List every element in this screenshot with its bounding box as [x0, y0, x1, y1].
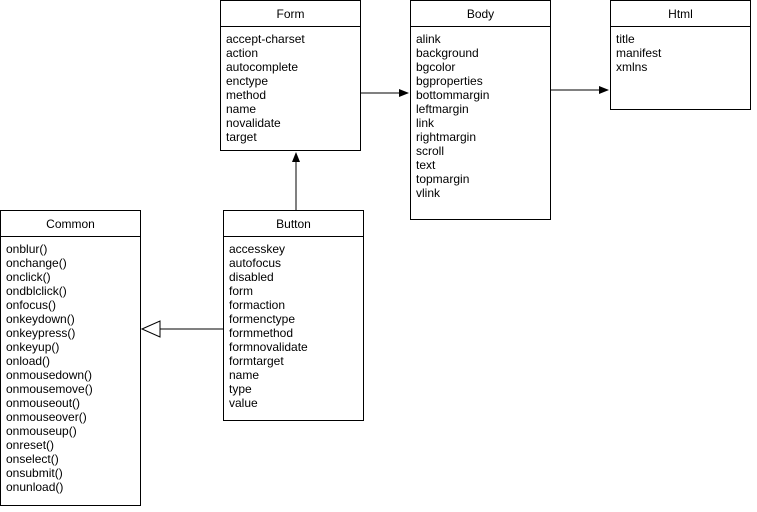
- class-member: onselect(): [6, 452, 59, 466]
- class-member: bottommargin: [416, 88, 490, 102]
- class-member: alink: [416, 32, 441, 46]
- class-common-name: Common: [1, 211, 140, 237]
- class-member: xmlns: [616, 60, 648, 74]
- class-member: onmousedown(): [6, 368, 93, 382]
- class-member: disabled: [229, 270, 274, 284]
- class-member: onreset(): [6, 438, 55, 452]
- class-member: accesskey: [229, 242, 286, 256]
- class-member: name: [229, 368, 260, 382]
- class-member: scroll: [416, 144, 445, 158]
- class-member: value: [229, 396, 258, 410]
- class-form-name: Form: [221, 1, 360, 27]
- class-member: target: [226, 130, 257, 144]
- class-member: title: [616, 32, 635, 46]
- class-member: onmouseout(): [6, 396, 81, 410]
- class-member: onclick(): [6, 270, 51, 284]
- class-member: name: [226, 102, 257, 116]
- class-member: onblur(): [6, 242, 48, 256]
- class-member: onkeyup(): [6, 340, 60, 354]
- class-member: formenctype: [229, 312, 296, 326]
- class-member: method: [226, 88, 267, 102]
- class-member: onchange(): [6, 256, 67, 270]
- class-member: rightmargin: [416, 130, 477, 144]
- class-member: formnovalidate: [229, 340, 308, 354]
- class-member: onunload(): [6, 480, 64, 494]
- class-member: type: [229, 382, 252, 396]
- class-member: formaction: [229, 298, 286, 312]
- class-member: manifest: [616, 46, 662, 60]
- class-member: topmargin: [416, 172, 470, 186]
- class-member: leftmargin: [416, 102, 469, 116]
- class-button-name: Button: [224, 211, 363, 237]
- class-html-name: Html: [611, 1, 750, 27]
- class-member: bgproperties: [416, 74, 483, 88]
- class-member: link: [416, 116, 435, 130]
- class-member: form: [229, 284, 253, 298]
- class-member: onsubmit(): [6, 466, 63, 480]
- class-member: accept-charset: [226, 32, 305, 46]
- class-member: ondblclick(): [6, 284, 67, 298]
- class-body-name: Body: [411, 1, 550, 27]
- class-member: formmethod: [229, 326, 294, 340]
- class-member: formtarget: [229, 354, 284, 368]
- class-member: onkeydown(): [6, 312, 75, 326]
- generalization-arrowhead: [140, 320, 161, 338]
- class-member: autofocus: [229, 256, 282, 270]
- class-member: bgcolor: [416, 60, 456, 74]
- class-member: onmousemove(): [6, 382, 93, 396]
- class-member: action: [226, 46, 259, 60]
- class-member: vlink: [416, 186, 441, 200]
- class-member: onfocus(): [6, 298, 57, 312]
- class-member: onmouseup(): [6, 424, 77, 438]
- class-member: text: [416, 158, 436, 172]
- class-member: onkeypress(): [6, 326, 76, 340]
- class-member: novalidate: [226, 116, 281, 130]
- class-common[interactable]: Common onblur()onchange()onclick()ondblc…: [0, 210, 141, 506]
- class-common-methods: onblur()onchange()onclick()ondblclick()o…: [1, 237, 140, 494]
- class-member: onmouseover(): [6, 410, 87, 424]
- class-member: background: [416, 46, 479, 60]
- class-member: enctype: [226, 74, 269, 88]
- class-member: autocomplete: [226, 60, 299, 74]
- class-member: onload(): [6, 354, 51, 368]
